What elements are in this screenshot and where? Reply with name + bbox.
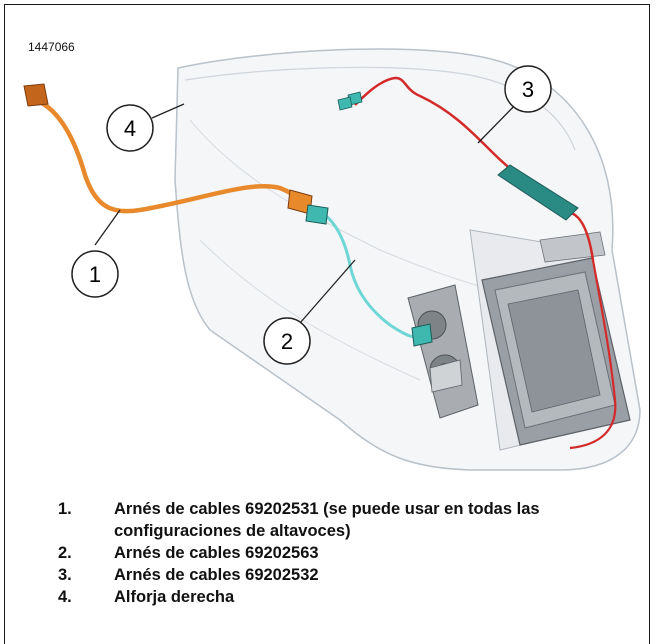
connector-panel xyxy=(407,284,479,419)
legend-item-number: 1. xyxy=(58,500,72,518)
callout-1-label: 1 xyxy=(89,262,101,287)
harness-1 xyxy=(23,83,313,215)
legend-item-text: Arnés de cables 69202563 xyxy=(114,544,319,562)
legend-item-number: 3. xyxy=(58,566,72,584)
leader-line-1 xyxy=(94,209,121,246)
callout-1: 1 xyxy=(71,250,119,298)
leader-line-2 xyxy=(299,259,356,324)
legend-item-number: 2. xyxy=(58,544,72,562)
callout-4: 4 xyxy=(106,104,154,152)
callout-3: 3 xyxy=(504,65,552,113)
callout-3-label: 3 xyxy=(522,77,534,102)
legend-item: 2. Arnés de cables 69202563 xyxy=(58,542,648,564)
harness-2 xyxy=(305,204,433,347)
callout-2-label: 2 xyxy=(281,329,293,354)
figure-id: 1447066 xyxy=(28,40,75,54)
leader-line-4 xyxy=(151,103,185,119)
legend-item-text: Arnés de cables 69202532 xyxy=(114,566,319,584)
legend-item-text: Alforja derecha xyxy=(114,588,235,606)
legend-item: 1. Arnés de cables 69202531 (se puede us… xyxy=(58,498,648,542)
harness-3 xyxy=(337,76,617,450)
amplifier-module xyxy=(481,231,631,446)
legend-item-number: 4. xyxy=(58,588,72,606)
legend-list: 1. Arnés de cables 69202531 (se puede us… xyxy=(58,498,648,608)
figure-frame xyxy=(4,4,650,644)
callout-2: 2 xyxy=(263,317,311,365)
legend-item: 4. Alforja derecha xyxy=(58,586,648,608)
callout-4-label: 4 xyxy=(124,116,136,141)
legend-item-text: Arnés de cables 69202531 (se puede usar … xyxy=(114,500,540,540)
legend-item: 3. Arnés de cables 69202532 xyxy=(58,564,648,586)
saddlebag-illustration: 1 2 3 4 xyxy=(23,48,641,471)
